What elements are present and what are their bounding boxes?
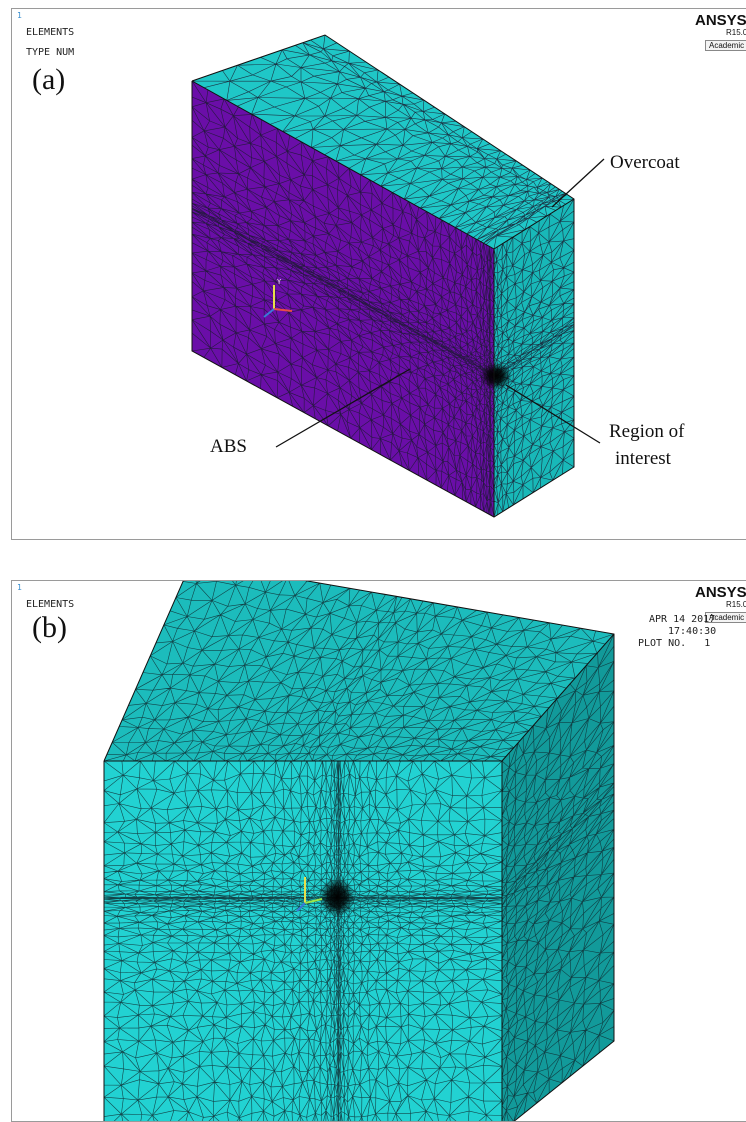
mesh-lines	[104, 761, 502, 1121]
top-face	[192, 35, 574, 249]
region-leader	[505, 384, 601, 444]
region-of-interest-dark-spot	[480, 362, 512, 390]
date-readout: APR 14 2017	[649, 614, 716, 625]
ansys-logo: ANSYS	[695, 584, 746, 601]
svg-text:Y: Y	[277, 278, 282, 286]
release-label: R15.0	[726, 600, 746, 609]
header-line-2: TYPE NUM	[26, 47, 75, 58]
axis-triad-icon	[296, 877, 323, 912]
mesh-plot-b	[103, 581, 615, 1121]
plot-index: 1	[17, 583, 22, 592]
front-face	[192, 81, 494, 517]
axis-triad-icon: Y	[263, 278, 293, 318]
refinement-dark-spot	[319, 877, 355, 917]
region-label-line-2: interest	[615, 448, 671, 469]
plot-index: 1	[17, 11, 22, 20]
ansys-logo: ANSYS	[695, 12, 746, 29]
panel-label: (b)	[32, 611, 67, 644]
overcoat-leader	[551, 158, 605, 208]
overcoat-label: Overcoat	[610, 152, 680, 173]
mesh-lines	[104, 581, 614, 761]
top-mesh	[104, 581, 614, 761]
abs-leader	[275, 368, 411, 448]
panel-b: 1 ELEMENTS ANSYS R15.0 Academic (b) APR …	[11, 580, 746, 1122]
side-face	[502, 634, 614, 1121]
mesh-plot-a: Y	[191, 34, 605, 518]
release-label: R15.0	[726, 28, 746, 37]
license-badge: Academic	[705, 40, 746, 51]
front-mesh	[104, 761, 502, 1121]
plot-number-readout: PLOT NO. 1	[638, 638, 711, 649]
region-label-line-1: Region of	[609, 421, 685, 442]
time-readout: 17:40:30	[668, 626, 717, 637]
side-face	[494, 199, 574, 517]
header-line-1: ELEMENTS	[26, 27, 75, 38]
header-line-1: ELEMENTS	[26, 599, 75, 610]
panel-a: Y 1 ELEMENTS TYPE NUM ANSYS R15.0 Academ…	[11, 8, 746, 540]
license-badge: Academic	[705, 612, 746, 623]
front-face	[104, 761, 502, 1121]
panel-label: (a)	[32, 63, 66, 96]
abs-label: ABS	[210, 436, 247, 457]
